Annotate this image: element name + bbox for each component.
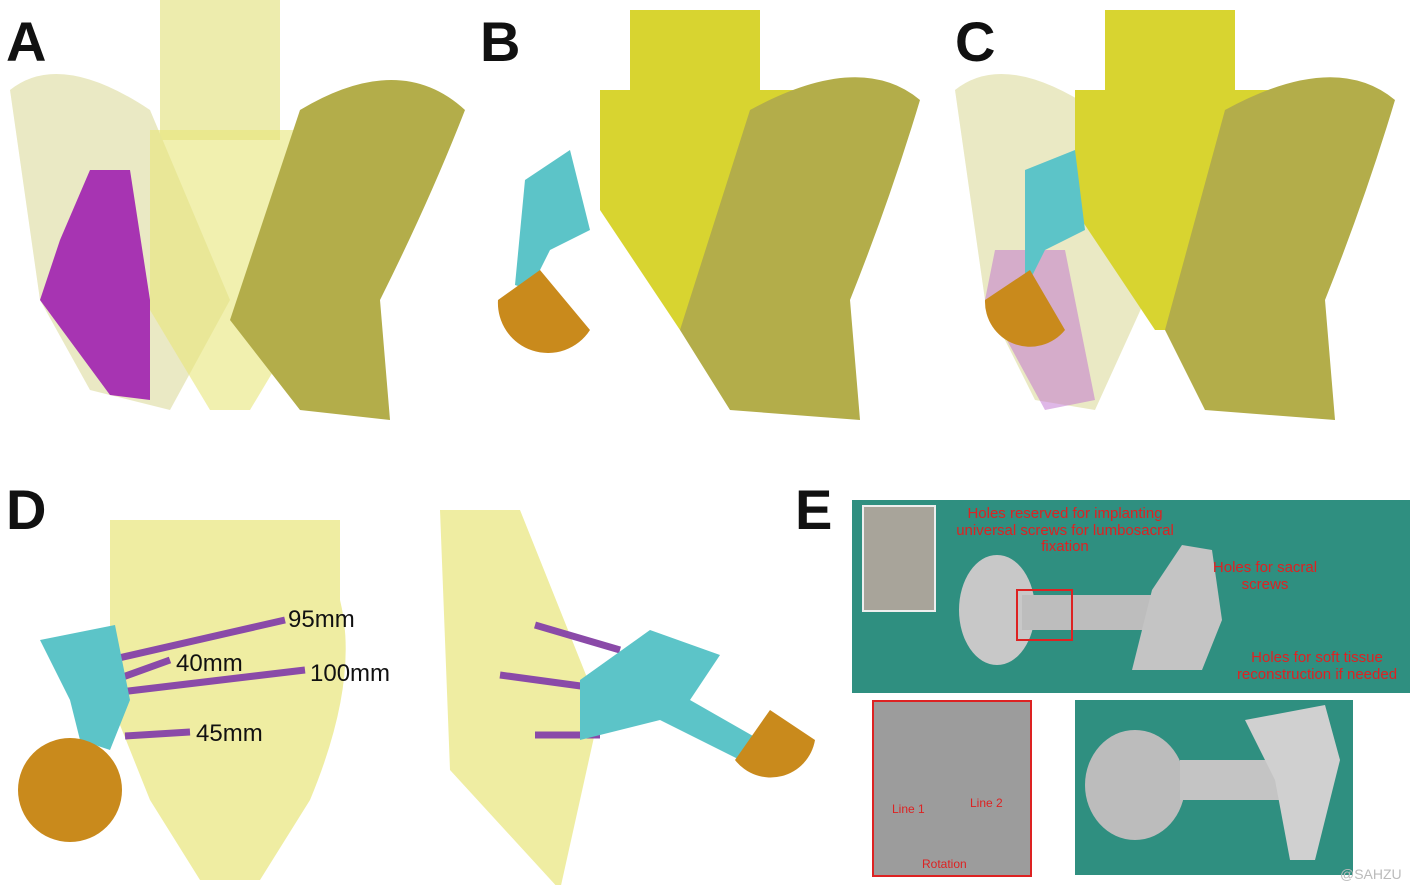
label-100mm: 100mm bbox=[310, 660, 391, 687]
screw-95mm bbox=[109, 616, 286, 664]
panel-a-pelvis-render bbox=[10, 0, 465, 420]
universal-screw-inset bbox=[862, 505, 936, 612]
panel-label-a: A bbox=[6, 10, 47, 73]
panel-d-screw-renders bbox=[18, 510, 815, 885]
panel-c-pelvis-render bbox=[955, 10, 1395, 420]
annotation-sacral-screws: Holes for sacral screws bbox=[1212, 559, 1318, 593]
annotation-soft-tissue: Holes for soft tissue reconstruction if … bbox=[1236, 649, 1398, 683]
screw-100mm bbox=[119, 666, 306, 696]
label-45mm: 45mm bbox=[196, 720, 263, 747]
panel-label-e: E bbox=[795, 478, 833, 541]
sacrum-transparent bbox=[110, 520, 346, 880]
implant bbox=[1025, 150, 1085, 290]
label-line-2: Line 2 bbox=[970, 796, 1003, 810]
implant-side-sketch bbox=[1085, 705, 1340, 860]
zoomed-junction-photo: Line 1 Line 2 Rotation bbox=[872, 700, 1032, 877]
tumor bbox=[40, 170, 150, 400]
panel-label-b: B bbox=[480, 10, 521, 73]
watermark: @SAHZU bbox=[1340, 866, 1402, 882]
panel-label-d: D bbox=[6, 478, 47, 541]
label-95mm: 95mm bbox=[288, 606, 355, 633]
label-40mm: 40mm bbox=[176, 650, 243, 677]
implant-sketch bbox=[959, 545, 1222, 670]
label-line-1: Line 1 bbox=[892, 802, 925, 816]
left-hemipelvis bbox=[680, 77, 920, 420]
label-rotation: Rotation bbox=[922, 857, 967, 871]
panel-b-pelvis-render bbox=[497, 10, 920, 420]
annotation-universal-screws: Holes reserved for implanting universal … bbox=[956, 505, 1174, 555]
lumbar-spine bbox=[1105, 10, 1235, 90]
screw bbox=[534, 621, 621, 654]
implant-photo: Holes reserved for implanting universal … bbox=[852, 500, 1410, 693]
acetabular-cup bbox=[18, 738, 122, 842]
implant-photo-side bbox=[1075, 700, 1353, 875]
acetabular-cup-lateral bbox=[735, 710, 815, 778]
left-hemipelvis bbox=[230, 80, 465, 420]
acetabular-cup bbox=[984, 270, 1065, 347]
implant-lateral bbox=[580, 630, 760, 760]
spine-transparent bbox=[160, 0, 280, 140]
implant bbox=[40, 625, 130, 750]
lumbar-spine bbox=[630, 10, 760, 90]
left-hemipelvis bbox=[1165, 77, 1395, 420]
screw-40mm bbox=[118, 656, 172, 682]
acetabular-cup bbox=[497, 270, 590, 354]
implant bbox=[515, 150, 590, 290]
screw-45mm bbox=[124, 728, 191, 740]
zoom-box bbox=[1016, 589, 1073, 641]
spine-lateral-transparent bbox=[440, 510, 600, 885]
panel-label-c: C bbox=[955, 10, 996, 73]
